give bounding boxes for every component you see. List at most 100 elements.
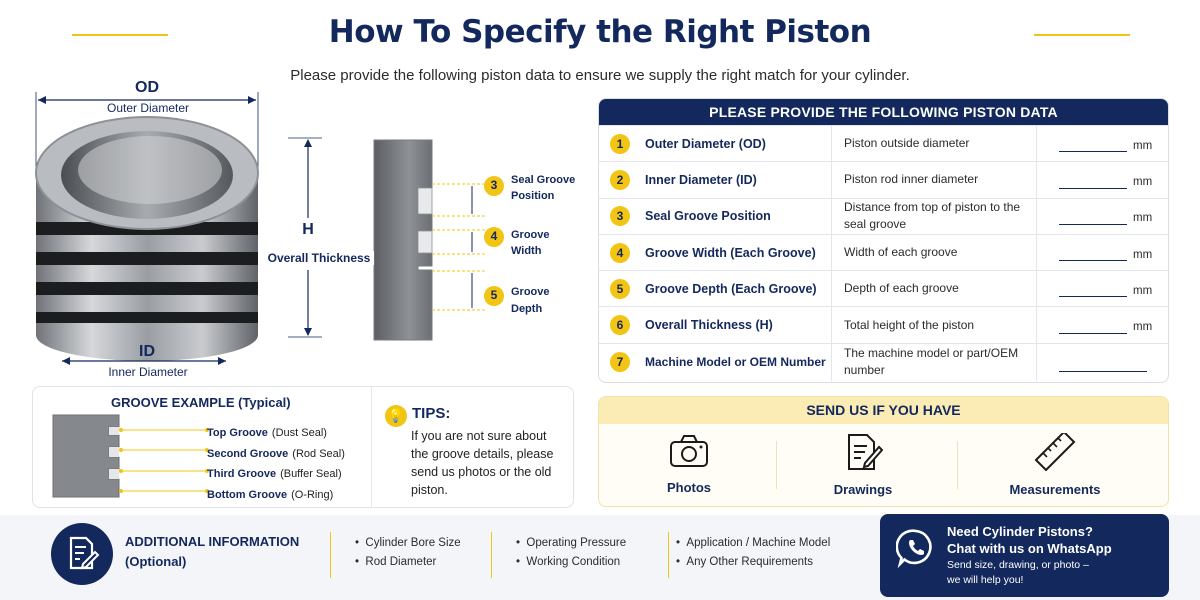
row-description: The machine model or part/OEM number (831, 343, 1037, 381)
camera-icon (670, 435, 708, 467)
id-input-line[interactable] (1059, 187, 1127, 189)
overall-thickness-input-line[interactable] (1059, 332, 1127, 334)
row-label: Outer Diameter (OD) (645, 136, 766, 151)
list-item: • Operating Pressure (516, 537, 627, 549)
od-input-line[interactable] (1059, 151, 1127, 153)
row-description: Width of each groove (831, 234, 1037, 271)
table-row: 2 Inner Diameter (ID) Piston rod inner d… (599, 161, 1168, 198)
groove-item-third: Third Groove(Buffer Seal) (207, 468, 342, 480)
groove-4 (36, 312, 258, 323)
callout-4-number: 4 (490, 229, 498, 243)
h-abbr: H (302, 221, 314, 238)
row-number-badge: 7 (610, 352, 630, 373)
h-label: Overall Thickness (264, 251, 374, 265)
row-description: Depth of each groove (831, 271, 1037, 307)
callout-5-line2: Depth (511, 303, 543, 315)
row-description: Piston rod inner diameter (831, 162, 1037, 198)
row-number-badge: 1 (610, 133, 630, 154)
additional-list-3: • Application / Machine Model • Any Othe… (676, 534, 830, 572)
list-item: • Working Condition (516, 556, 621, 568)
whatsapp-contact-card[interactable]: Need Cylinder Pistons? Chat with us on W… (880, 514, 1169, 597)
callout-3-line2: Position (511, 190, 555, 202)
row-label: Groove Width (Each Groove) (645, 245, 816, 260)
machine-model-input-line[interactable] (1059, 370, 1147, 372)
callout-5-line1: Groove (511, 286, 550, 298)
table-row: 1 Outer Diameter (OD) Piston outside dia… (599, 125, 1168, 162)
piston-illustration: OD Outer Diameter ID Inner Diameter H Ov… (0, 78, 590, 383)
row-description: Total height of the piston (831, 307, 1037, 343)
additional-list-1: • Cylinder Bore Size • Rod Diameter (355, 534, 461, 572)
tips-title: TIPS: (412, 405, 451, 422)
send-item-label: Measurements (1009, 482, 1101, 497)
additional-separator (491, 532, 492, 578)
send-us-header: SEND US IF YOU HAVE (599, 397, 1168, 424)
row-unit: mm (1133, 284, 1153, 297)
groove-3 (36, 282, 258, 295)
row-number-badge: 6 (610, 315, 630, 336)
row-number-badge: 3 (610, 206, 630, 227)
callout-4-line2: Width (511, 245, 542, 257)
table-row: 4 Groove Width (Each Groove) Width of ea… (599, 233, 1168, 271)
row-label: Overall Thickness (H) (645, 318, 773, 333)
list-item: • Cylinder Bore Size (355, 537, 461, 549)
table-row: 5 Groove Depth (Each Groove) Depth of ea… (599, 270, 1168, 307)
list-item: • Any Other Requirements (676, 556, 813, 568)
send-us-box: SEND US IF YOU HAVE Photos Drawings Mea (598, 396, 1169, 507)
row-description: Piston outside diameter (831, 126, 1037, 162)
row-description: Distance from top of piston to the seal … (831, 198, 1037, 234)
groove-example-box: GROOVE EXAMPLE (Typical) Top Groove(Dust… (32, 386, 574, 508)
row-number-badge: 4 (610, 242, 630, 263)
groove-item-top: Top Groove(Dust Seal) (207, 427, 327, 439)
groove-item-bottom: Bottom Groove(O-Ring) (207, 488, 334, 501)
whatsapp-heading: Need Cylinder Pistons? Chat with us on W… (947, 524, 1112, 556)
groove-item-second: Second Groove(Rod Seal) (207, 447, 345, 460)
seal-groove-position-input-line[interactable] (1059, 223, 1127, 225)
ruler-icon (1034, 430, 1076, 472)
piston-diagram (35, 92, 504, 365)
groove-2 (36, 252, 258, 265)
send-item-drawings: Drawings (773, 433, 953, 497)
row-number-badge: 5 (610, 278, 630, 299)
table-row: 3 Seal Groove Position Distance from top… (599, 197, 1168, 234)
groove-width-input-line[interactable] (1059, 260, 1127, 262)
table-row: 7 Machine Model or OEM Number The machin… (599, 342, 1168, 381)
row-unit: mm (1133, 212, 1153, 225)
title-accent-line-right (1034, 34, 1130, 36)
groove-depth-input-line[interactable] (1059, 296, 1127, 298)
additional-separator (330, 532, 331, 578)
od-label: Outer Diameter (106, 101, 190, 115)
send-item-photos: Photos (599, 433, 779, 495)
row-label: Seal Groove Position (645, 209, 771, 224)
row-unit: mm (1133, 175, 1153, 188)
send-separator (776, 441, 777, 489)
whatsapp-icon (896, 529, 932, 568)
send-item-label: Photos (666, 480, 712, 495)
row-label: Inner Diameter (ID) (645, 172, 757, 187)
id-abbr: ID (139, 343, 155, 360)
title-accent-line-left (72, 34, 168, 36)
piston-data-table: PLEASE PROVIDE THE FOLLOWING PISTON DATA… (598, 98, 1169, 383)
row-label: Groove Depth (Each Groove) (645, 281, 817, 296)
page-title: How To Specify the Right Piston (328, 14, 872, 50)
send-separator (957, 441, 958, 489)
callout-4-line1: Groove (511, 229, 550, 241)
groove-example-diagram (52, 414, 209, 498)
page-subtitle: Please provide the following piston data… (290, 67, 910, 84)
row-number-badge: 2 (610, 169, 630, 190)
table-row: 6 Overall Thickness (H) Total height of … (599, 306, 1168, 343)
groove-list: Top Groove(Dust Seal) Second Groove(Rod … (207, 423, 345, 505)
row-unit: mm (1133, 139, 1153, 152)
tips-text: If you are not sure about the groove det… (411, 429, 554, 497)
list-item: • Rod Diameter (355, 556, 437, 568)
additional-info-title: ADDITIONAL INFORMATION (Optional) (125, 534, 300, 569)
document-edit-icon (51, 523, 113, 585)
groove-tips-divider (371, 387, 372, 507)
callout-3-line1: Seal Groove (511, 174, 576, 186)
id-label: Inner Diameter (108, 365, 188, 379)
od-abbr: OD (135, 79, 159, 96)
send-item-label: Drawings (833, 482, 893, 497)
whatsapp-subtext: Send size, drawing, or photo – we will h… (947, 559, 1089, 586)
additional-separator (668, 532, 669, 578)
drawing-icon (848, 434, 884, 470)
lightbulb-icon: 💡 (385, 405, 407, 427)
